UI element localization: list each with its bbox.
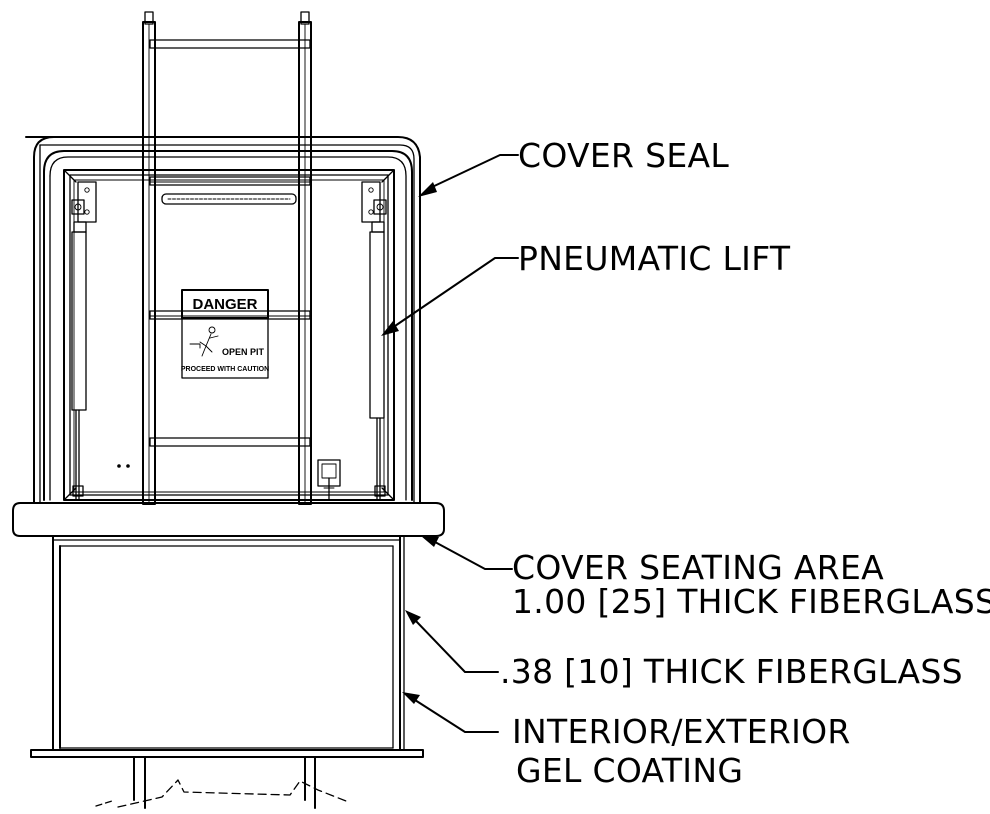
lid-details: [117, 464, 130, 468]
callout-coating-line1: INTERIOR/EXTERIOR: [512, 712, 851, 751]
hinge-right: [361, 181, 387, 223]
pit-body: [30, 535, 424, 758]
danger-sign-subtext: PROCEED WITH CAUTION: [181, 366, 269, 373]
leader-pneumatic-lift: [381, 257, 519, 336]
callout-cover-seal: COVER SEAL: [518, 136, 729, 175]
pneumatic-lift-left: [71, 221, 87, 501]
leader-cover-seating-area: [421, 536, 513, 570]
pneumatic-lift-right: [369, 221, 386, 501]
seating-flange: [12, 502, 445, 537]
ladder-extension: [95, 756, 347, 809]
cover-seal-gasket: [43, 150, 413, 501]
falling-person-icon: [189, 326, 219, 357]
ladder-rungs: [149, 39, 311, 447]
callout-coating-line2: GEL COATING: [516, 751, 743, 790]
name-plate: [161, 193, 297, 205]
callout-pneumatic-lift: PNEUMATIC LIFT: [518, 239, 791, 278]
ladder-rail-left: [142, 11, 156, 505]
danger-sign-header: DANGER: [192, 296, 257, 313]
hinge-left: [71, 181, 97, 223]
leader-cover-seal: [418, 154, 519, 197]
cover-lid: [63, 169, 395, 501]
callout-seating-thickness: 1.00 [25] THICK FIBERGLASS: [512, 582, 990, 621]
leader-gel-coating: [402, 692, 499, 733]
cover-frame: [25, 136, 421, 504]
ladder-rail-right: [298, 11, 312, 505]
leader-wall-thickness: [405, 610, 499, 673]
danger-sign-message: OPEN PIT: [222, 347, 265, 357]
latch-handle: [317, 459, 341, 501]
danger-sign: DANGER OPEN PIT PROCEED WITH CAUTION: [181, 289, 269, 379]
callout-wall-thickness: .38 [10] THICK FIBERGLASS: [500, 652, 963, 691]
callout-cover-seating-area: COVER SEATING AREA: [512, 548, 884, 587]
